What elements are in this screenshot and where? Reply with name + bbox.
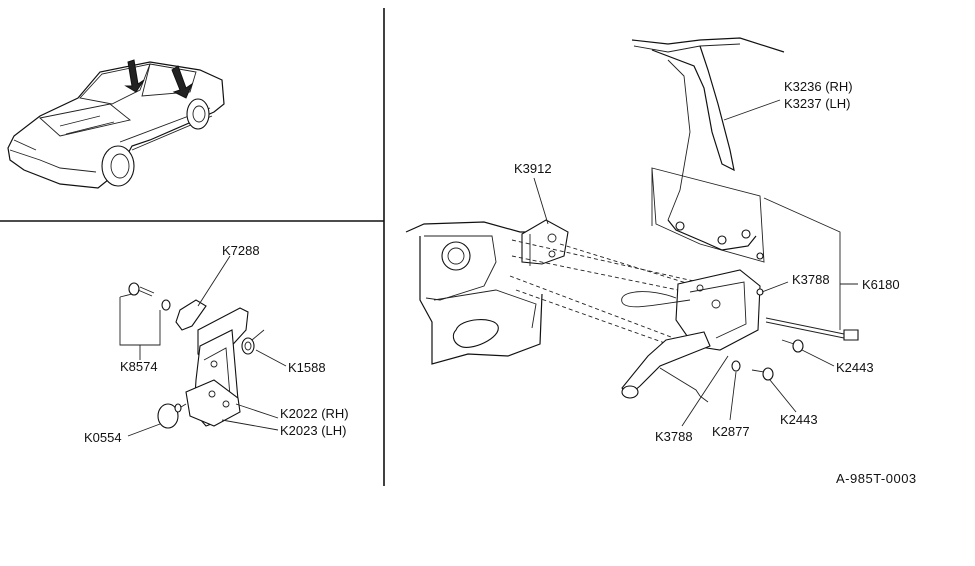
label-k3788-lower: K3788 [655, 429, 693, 444]
label-k2877: K2877 [712, 424, 750, 439]
hinge-assembly-left [119, 282, 265, 429]
label-k7288: K7288 [222, 243, 260, 258]
hinge-assembly-right [621, 269, 859, 403]
door-pillar-assembly [631, 37, 785, 263]
label-k3788-upper: K3788 [792, 272, 830, 287]
label-k8574: K8574 [120, 359, 158, 374]
label-k2443-upper: K2443 [836, 360, 874, 375]
body-quarter-panel [405, 219, 569, 365]
diagram-code: A-985T-0003 [836, 471, 917, 486]
leader-lines-right [533, 99, 858, 427]
label-k2443-lower: K2443 [780, 412, 818, 427]
label-k3237: K3237 (LH) [784, 96, 850, 111]
label-k3236: K3236 (RH) [784, 79, 853, 94]
car-illustration [7, 59, 225, 189]
label-k2022: K2022 (RH) [280, 406, 349, 421]
label-k3912: K3912 [514, 161, 552, 176]
label-k6180: K6180 [862, 277, 900, 292]
leader-lines-left [127, 255, 287, 437]
label-k1588: K1588 [288, 360, 326, 375]
label-k2023: K2023 (LH) [280, 423, 346, 438]
label-k0554: K0554 [84, 430, 122, 445]
